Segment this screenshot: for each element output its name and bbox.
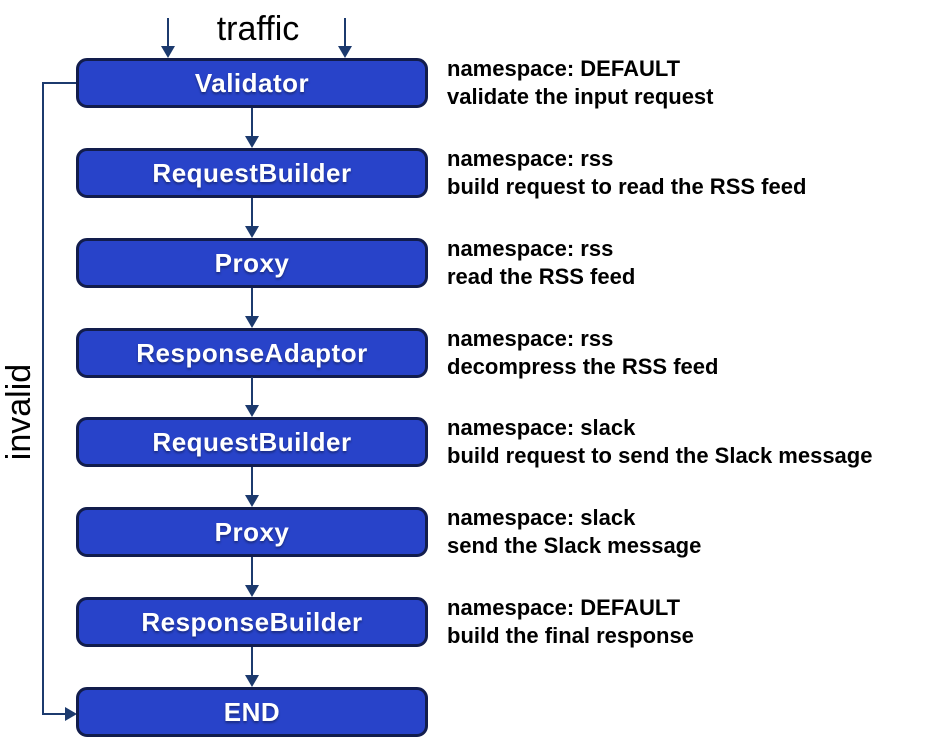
annotation-description: send the Slack message [447, 533, 702, 558]
arrow-head [161, 46, 175, 58]
annotation-responsebuilder: namespace: DEFAULT build the final respo… [447, 594, 927, 650]
annotation-description: validate the input request [447, 84, 714, 109]
arrow-head [245, 495, 259, 507]
annotation-namespace: namespace: rss [447, 326, 614, 351]
annotation-namespace: namespace: slack [447, 505, 636, 530]
arrow-stem [251, 198, 253, 227]
traffic-arrow-down-icon [338, 18, 352, 58]
arrow-stem [344, 18, 346, 47]
node-proxy-slack: Proxy [76, 507, 428, 557]
annotation-proxy-rss: namespace: rss read the RSS feed [447, 235, 927, 291]
arrow-head [245, 405, 259, 417]
annotation-namespace: namespace: DEFAULT [447, 56, 681, 81]
node-label: RequestBuilder [152, 157, 352, 188]
annotation-validator: namespace: DEFAULT validate the input re… [447, 55, 927, 111]
node-responsebuilder: ResponseBuilder [76, 597, 428, 647]
arrow-stem [167, 18, 169, 47]
annotation-namespace: namespace: slack [447, 415, 636, 440]
annotation-namespace: namespace: rss [447, 146, 614, 171]
arrow-stem [251, 288, 253, 317]
node-label: Proxy [214, 516, 290, 547]
arrow-stem [251, 467, 253, 496]
node-label: Validator [194, 67, 310, 98]
arrow-head [245, 226, 259, 238]
arrow-head [338, 46, 352, 58]
node-responseadaptor: ResponseAdaptor [76, 328, 428, 378]
annotation-requestbuilder-rss: namespace: rss build request to read the… [447, 145, 927, 201]
flow-arrow-down-icon [245, 647, 259, 687]
arrow-head [245, 136, 259, 148]
invalid-path-segment [42, 82, 44, 715]
annotation-description: build request to send the Slack message [447, 443, 873, 468]
annotation-description: build request to read the RSS feed [447, 174, 807, 199]
flow-arrow-down-icon [245, 557, 259, 597]
arrow-head [245, 675, 259, 687]
node-proxy-rss: Proxy [76, 238, 428, 288]
arrow-head [245, 316, 259, 328]
annotation-description: build the final response [447, 623, 694, 648]
node-label: ResponseBuilder [141, 606, 363, 637]
invalid-path-segment [42, 82, 77, 84]
annotation-responseadaptor: namespace: rss decompress the RSS feed [447, 325, 927, 381]
node-requestbuilder-slack: RequestBuilder [76, 417, 428, 467]
flow-arrow-down-icon [245, 198, 259, 238]
arrow-stem [251, 557, 253, 586]
node-requestbuilder-rss: RequestBuilder [76, 148, 428, 198]
node-label: END [223, 696, 281, 727]
arrow-stem [251, 108, 253, 137]
annotation-requestbuilder-slack: namespace: slack build request to send t… [447, 414, 927, 470]
arrow-stem [251, 377, 253, 406]
arrow-stem [251, 647, 253, 676]
annotation-namespace: namespace: rss [447, 236, 614, 261]
annotation-description: read the RSS feed [447, 264, 636, 289]
arrow-head [245, 585, 259, 597]
annotation-proxy-slack: namespace: slack send the Slack message [447, 504, 927, 560]
node-end: END [76, 687, 428, 737]
flow-arrow-down-icon [245, 108, 259, 148]
invalid-label: invalid [0, 363, 38, 461]
node-label: RequestBuilder [152, 426, 352, 457]
node-validator: Validator [76, 58, 428, 108]
flow-arrow-down-icon [245, 467, 259, 507]
invalid-path-segment [42, 713, 66, 715]
flow-arrow-down-icon [245, 288, 259, 328]
annotation-namespace: namespace: DEFAULT [447, 595, 681, 620]
node-label: ResponseAdaptor [136, 337, 368, 368]
traffic-label: traffic [216, 10, 300, 48]
annotation-description: decompress the RSS feed [447, 354, 719, 379]
invalid-arrow-right-icon [65, 707, 77, 721]
node-label: Proxy [214, 247, 290, 278]
flow-arrow-down-icon [245, 377, 259, 417]
traffic-arrow-down-icon [161, 18, 175, 58]
